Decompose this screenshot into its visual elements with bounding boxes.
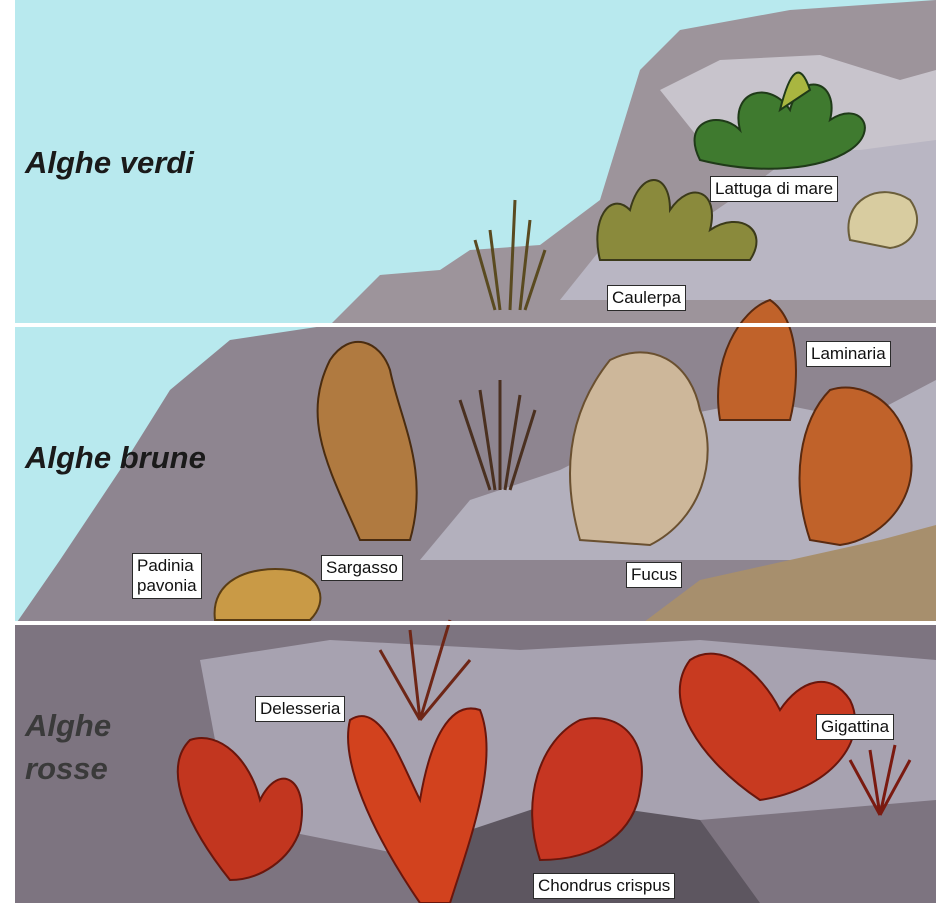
label-padinia-line2: pavonia	[137, 576, 197, 596]
zone-divider-bottom	[15, 621, 936, 625]
label-gigattina: Gigattina	[816, 714, 894, 740]
zone-title-red-algae-line1: Alghe	[25, 706, 111, 746]
label-fucus: Fucus	[626, 562, 682, 588]
label-sargasso: Sargasso	[321, 555, 403, 581]
zone-title-red-algae-line2: rosse	[25, 749, 108, 789]
zone-title-green-algae: Alghe verdi	[25, 143, 194, 183]
label-padinia-pavonia: Padinia pavonia	[132, 553, 202, 599]
label-caulerpa: Caulerpa	[607, 285, 686, 311]
label-laminaria: Laminaria	[806, 341, 891, 367]
label-chondrus-crispus: Chondrus crispus	[533, 873, 675, 899]
zone-divider-top	[15, 323, 936, 327]
zone-title-brown-algae: Alghe brune	[25, 438, 206, 478]
label-lattuga-di-mare: Lattuga di mare	[710, 176, 838, 202]
label-delesseria: Delesseria	[255, 696, 345, 722]
label-padinia-line1: Padinia	[137, 556, 197, 576]
